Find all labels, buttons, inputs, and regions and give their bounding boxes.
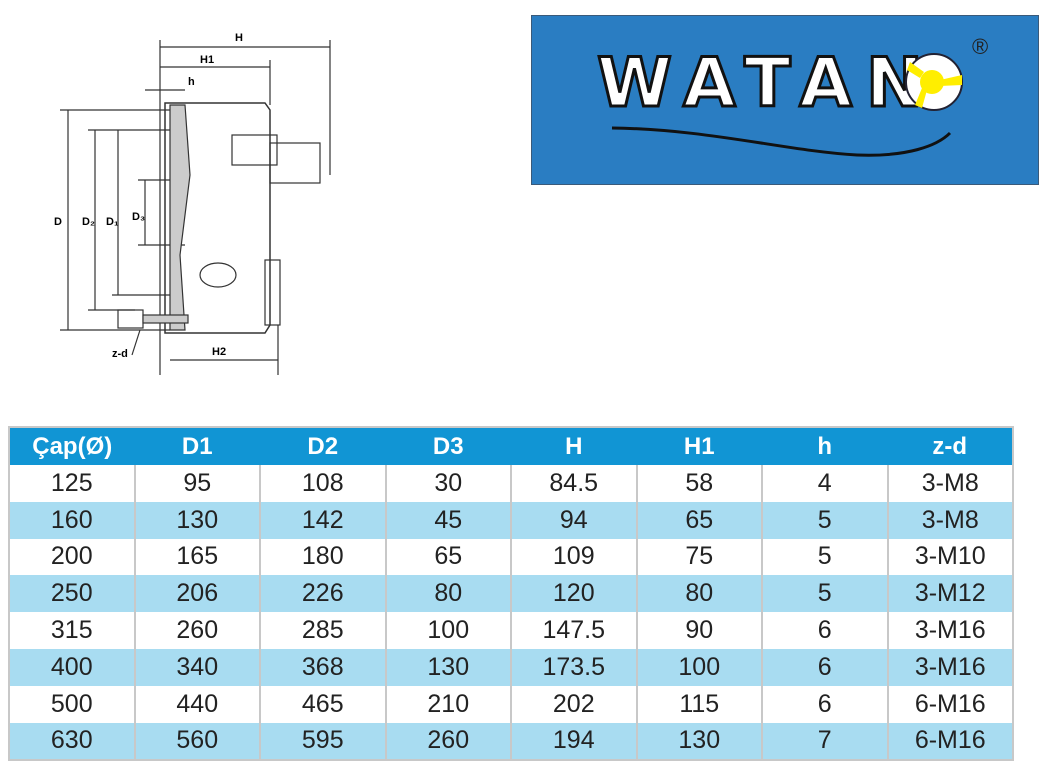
table-cell: 315 bbox=[8, 612, 136, 649]
table-cell: 7 bbox=[761, 722, 889, 761]
table-cell: 206 bbox=[133, 575, 261, 613]
table-cell: 3-M16 bbox=[886, 648, 1014, 686]
table-cell: 45 bbox=[384, 501, 512, 539]
table-cell: 130 bbox=[635, 722, 763, 761]
table-cell: 4 bbox=[761, 465, 889, 502]
table-cell: 260 bbox=[133, 612, 261, 649]
table-cell: 95 bbox=[133, 465, 261, 502]
table-cell: 6-M16 bbox=[886, 685, 1014, 723]
column-header: Çap(Ø) bbox=[9, 427, 135, 465]
chuck-technical-drawing: H H1 h D D₂ D₁ D₃ z-d H2 bbox=[54, 32, 331, 375]
table-cell: 80 bbox=[384, 575, 512, 613]
table-cell: 500 bbox=[8, 685, 136, 723]
table-cell: 65 bbox=[635, 501, 763, 539]
chuck-logo-icon bbox=[905, 53, 963, 111]
table-cell: 94 bbox=[510, 501, 638, 539]
table-cell: 58 bbox=[635, 465, 763, 502]
table-cell: 560 bbox=[133, 722, 261, 761]
table-cell: 75 bbox=[635, 538, 763, 576]
table-cell: 5 bbox=[761, 501, 889, 539]
table-cell: 3-M8 bbox=[886, 465, 1014, 502]
table-cell: 90 bbox=[635, 612, 763, 649]
table-cell: 6-M16 bbox=[886, 722, 1014, 761]
table-cell: 194 bbox=[510, 722, 638, 761]
table-cell: 120 bbox=[510, 575, 638, 613]
table-cell: 100 bbox=[384, 612, 512, 649]
table-cell: 595 bbox=[259, 722, 387, 761]
table-cell: 142 bbox=[259, 501, 387, 539]
table-cell: 340 bbox=[133, 648, 261, 686]
table-cell: 108 bbox=[259, 465, 387, 502]
column-header: D2 bbox=[260, 427, 386, 465]
table-cell: 84.5 bbox=[510, 465, 638, 502]
table-cell: 202 bbox=[510, 685, 638, 723]
label-D1: D₁ bbox=[106, 216, 119, 228]
table-cell: 30 bbox=[384, 465, 512, 502]
table-cell: 3-M10 bbox=[886, 538, 1014, 576]
table-cell: 465 bbox=[259, 685, 387, 723]
table-cell: 130 bbox=[384, 648, 512, 686]
table-cell: 368 bbox=[259, 648, 387, 686]
table-cell: 65 bbox=[384, 538, 512, 576]
table-cell: 5 bbox=[761, 538, 889, 576]
column-header: H bbox=[511, 427, 637, 465]
column-header: D1 bbox=[134, 427, 260, 465]
table-cell: 147.5 bbox=[510, 612, 638, 649]
label-H: H bbox=[235, 32, 243, 44]
table-cell: 160 bbox=[8, 501, 136, 539]
table-cell: 3-M16 bbox=[886, 612, 1014, 649]
label-h: h bbox=[188, 76, 195, 88]
table-cell: 80 bbox=[635, 575, 763, 613]
table-cell: 165 bbox=[133, 538, 261, 576]
table-cell: 250 bbox=[8, 575, 136, 613]
table-cell: 285 bbox=[259, 612, 387, 649]
column-header: H1 bbox=[636, 427, 762, 465]
label-D2: D₂ bbox=[82, 216, 95, 228]
watan-logo: WATAN ® bbox=[531, 15, 1039, 185]
column-header: h bbox=[762, 427, 888, 465]
column-header: D3 bbox=[385, 427, 511, 465]
table-cell: 3-M12 bbox=[886, 575, 1014, 613]
registered-mark: ® bbox=[972, 34, 989, 59]
table-cell: 130 bbox=[133, 501, 261, 539]
label-H2: H2 bbox=[212, 346, 226, 358]
table-cell: 115 bbox=[635, 685, 763, 723]
table-cell: 100 bbox=[635, 648, 763, 686]
table-cell: 6 bbox=[761, 685, 889, 723]
table-cell: 125 bbox=[8, 465, 136, 502]
label-D3: D₃ bbox=[132, 211, 145, 223]
logo-swoosh bbox=[611, 126, 952, 157]
table-cell: 6 bbox=[761, 648, 889, 686]
label-D: D bbox=[54, 216, 62, 228]
table-cell: 180 bbox=[259, 538, 387, 576]
label-z-d: z-d bbox=[112, 348, 128, 360]
column-header: z-d bbox=[887, 427, 1013, 465]
label-H1: H1 bbox=[200, 54, 214, 66]
table-cell: 440 bbox=[133, 685, 261, 723]
table-cell: 109 bbox=[510, 538, 638, 576]
table-cell: 200 bbox=[8, 538, 136, 576]
table-cell: 630 bbox=[8, 722, 136, 761]
table-cell: 3-M8 bbox=[886, 501, 1014, 539]
table-cell: 5 bbox=[761, 575, 889, 613]
table-cell: 210 bbox=[384, 685, 512, 723]
table-cell: 400 bbox=[8, 648, 136, 686]
table-cell: 260 bbox=[384, 722, 512, 761]
table-cell: 173.5 bbox=[510, 648, 638, 686]
logo-text: WATAN bbox=[596, 43, 937, 125]
table-cell: 6 bbox=[761, 612, 889, 649]
table-cell: 226 bbox=[259, 575, 387, 613]
